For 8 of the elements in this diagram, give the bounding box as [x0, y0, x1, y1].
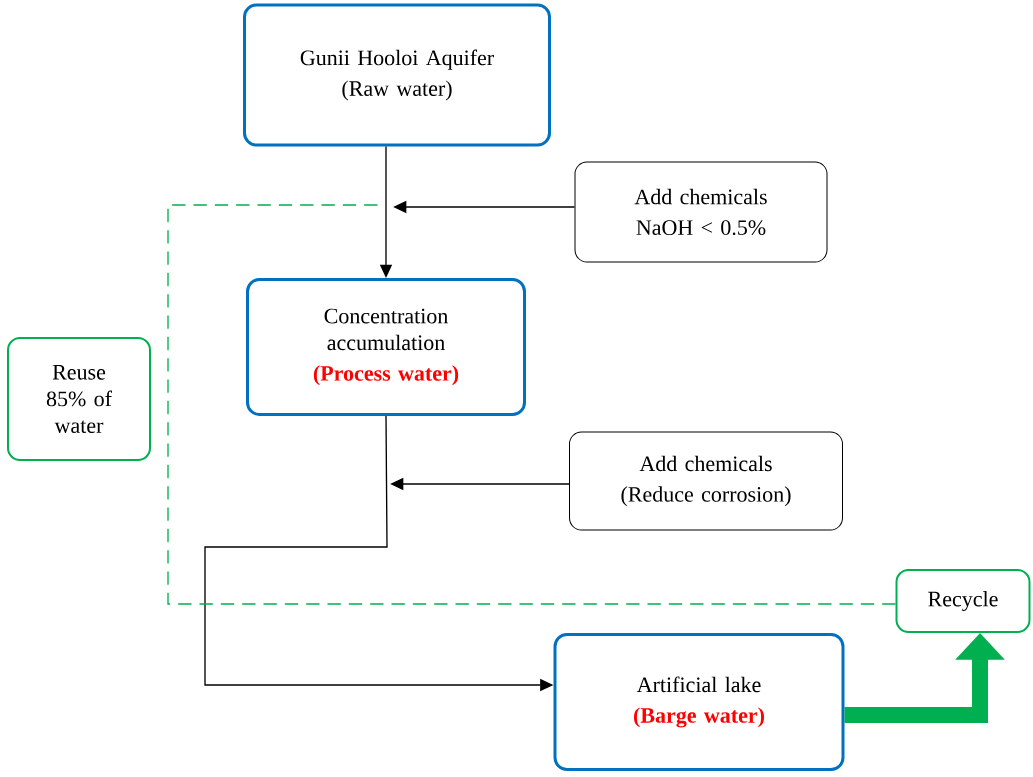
process-box: Concentration accumulation (Process water)	[246, 278, 526, 416]
note-box: Reuse 85% of water	[7, 337, 151, 461]
process-box: Artificial lake (Barge water)	[553, 633, 845, 771]
dashed-return-line	[167, 204, 897, 605]
source-box: Gunii Hooloi Aquifer (Raw water)	[243, 3, 551, 147]
input-box: Add chemicals NaOH < 0.5%	[574, 161, 828, 263]
note-box: Recycle	[895, 569, 1031, 633]
input-box: Add chemicals (Reduce corrosion)	[569, 431, 843, 531]
